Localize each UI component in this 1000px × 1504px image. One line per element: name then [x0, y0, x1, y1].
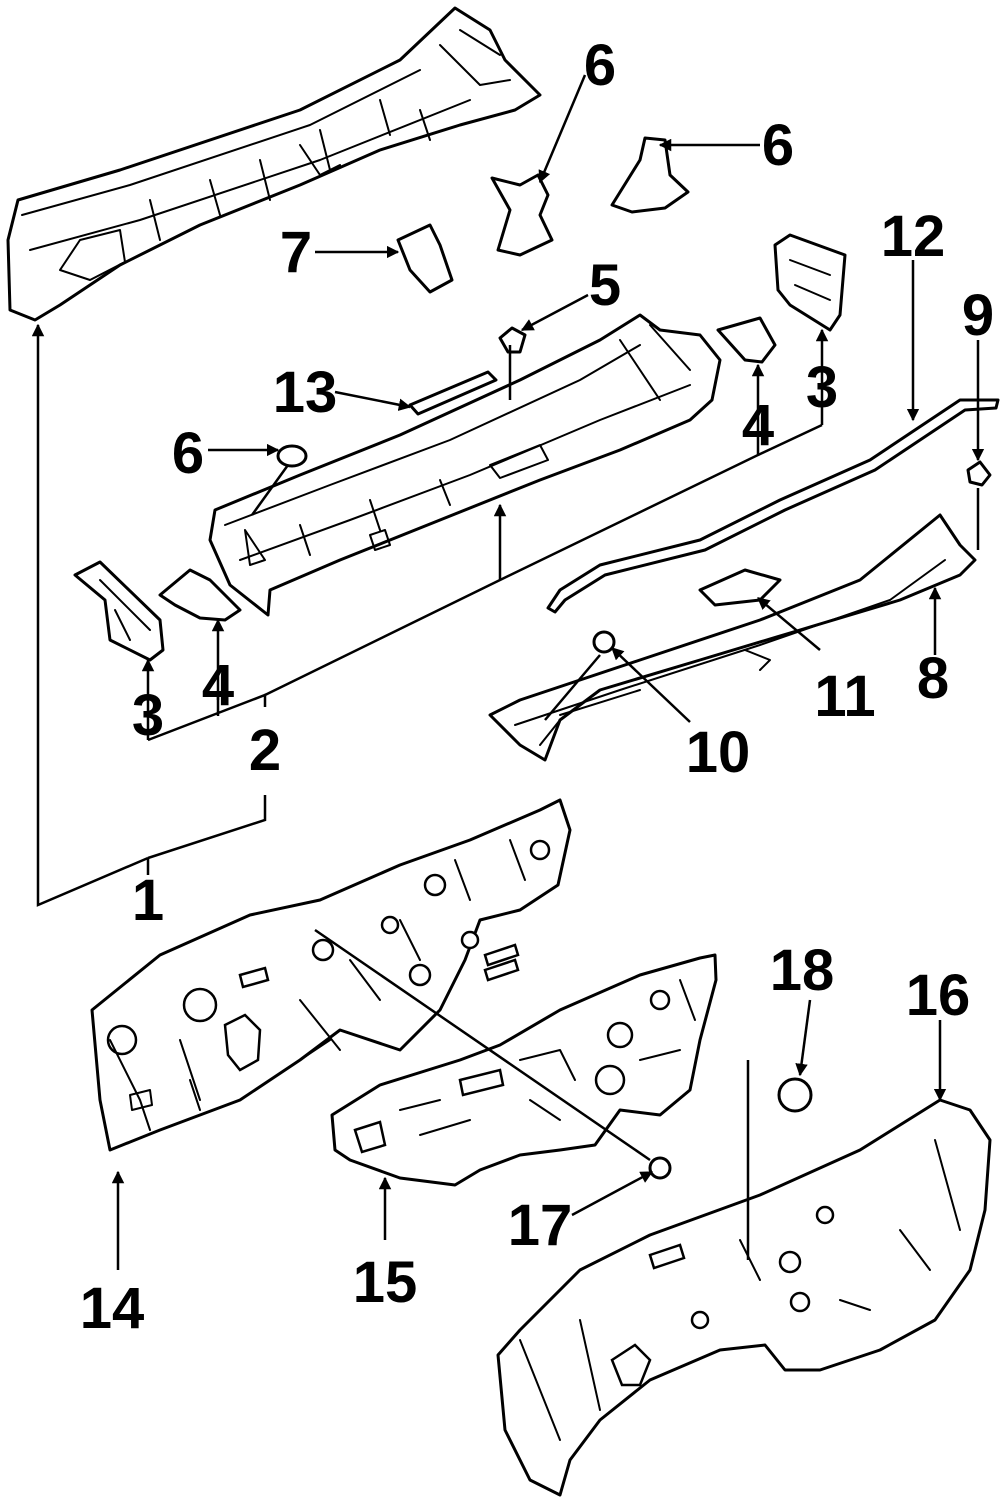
brace-left: [158, 568, 242, 622]
silencer: [496, 1098, 992, 1497]
strip: [408, 370, 498, 416]
plug: [648, 1156, 672, 1180]
fastener-9: [966, 460, 992, 487]
gusset: [396, 223, 454, 294]
dash-panel: [90, 798, 572, 1152]
extension: [488, 513, 977, 762]
leader-lines: [31, 74, 985, 1270]
callout-13: 13: [273, 360, 338, 425]
callout-8: 8: [917, 646, 949, 711]
callout-9: 9: [962, 283, 994, 348]
callout-12: 12: [881, 204, 946, 269]
callout-6-top-center: 6: [584, 33, 616, 98]
callout-18: 18: [770, 938, 835, 1003]
callout-7: 7: [280, 220, 312, 285]
callout-4-right: 4: [742, 393, 774, 458]
cowl-panel: [208, 313, 722, 617]
callout-6-top-right: 6: [762, 113, 794, 178]
support-top-center: [490, 173, 554, 257]
callout-16: 16: [906, 963, 971, 1028]
callout-17: 17: [508, 1193, 573, 1258]
callout-11: 11: [814, 664, 875, 729]
stopper: [777, 1077, 813, 1113]
callout-3-right: 3: [806, 355, 838, 420]
clip-6: [276, 444, 308, 468]
grommet-10: [592, 630, 616, 654]
insulator: [330, 953, 718, 1187]
callout-1: 1: [132, 868, 164, 933]
cowl-top-panel: [6, 6, 542, 322]
callout-4-left: 4: [202, 653, 234, 718]
brace-right: [716, 316, 777, 364]
callout-2: 2: [249, 718, 281, 783]
callout-15: 15: [353, 1250, 418, 1315]
callout-10: 10: [686, 720, 751, 785]
reinforcement: [698, 568, 782, 607]
bracket-right: [773, 233, 847, 332]
support-top-right: [610, 136, 690, 214]
callout-5: 5: [589, 253, 621, 318]
bracket-left: [73, 560, 165, 662]
seal: [546, 398, 1000, 614]
callout-6-left: 6: [172, 421, 204, 486]
callout-labels: 1 2 3 4 3 4 5 6 6 6 7 8 9 10 11 12 13 14…: [80, 33, 994, 1341]
callout-3-left: 3: [132, 683, 164, 748]
callout-14: 14: [80, 1276, 145, 1341]
clip-5: [498, 326, 527, 354]
